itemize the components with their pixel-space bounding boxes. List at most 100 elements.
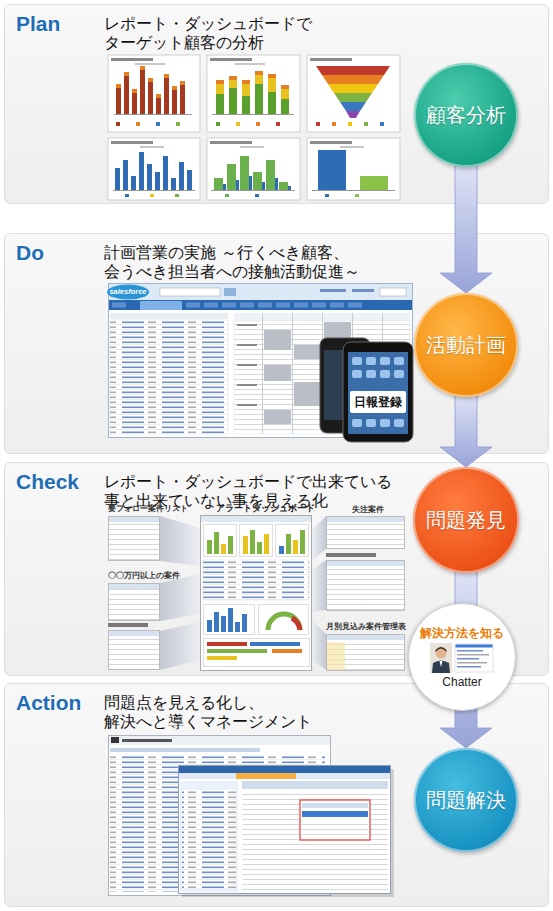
flow-arrow — [440, 164, 492, 293]
management-screens — [300, 800, 370, 840]
plan-charts — [268, 78, 276, 92]
plan-charts — [140, 66, 145, 70]
smartphones — [394, 370, 404, 378]
flow-arrow — [440, 394, 492, 467]
plan-charts — [229, 80, 237, 88]
crm-screenshot — [324, 322, 351, 338]
dashboard-screens — [300, 530, 305, 554]
plan-charts — [281, 85, 289, 89]
chatter-screenshot — [430, 643, 452, 673]
stage-circle: 問題発見 — [413, 467, 519, 573]
plan-charts — [316, 66, 390, 75]
plan-charts — [176, 122, 180, 126]
chatter-screenshot — [457, 650, 483, 652]
chatter-screenshot — [457, 666, 481, 668]
plan-charts — [156, 94, 161, 114]
screen-label: 〇〇万円以上の案件 — [108, 571, 180, 581]
plan-charts — [332, 122, 336, 126]
plan-charts — [113, 190, 195, 191]
plan-charts — [211, 190, 295, 191]
dashboard-screens — [312, 620, 326, 670]
crm-screenshot — [224, 288, 236, 296]
panel-header: Do計画営業の実施 ～行くべき顧客、会うべき担当者への接触活動促進～ — [5, 234, 548, 281]
dashboard-screens — [240, 525, 273, 557]
plan-charts — [135, 63, 165, 65]
dashboard-screens — [250, 642, 300, 646]
plan-charts — [312, 190, 395, 191]
chatter-screenshot — [457, 654, 489, 656]
plan-charts — [307, 138, 400, 200]
crm-screenshot — [112, 303, 126, 308]
plan-charts — [348, 122, 352, 126]
dashboard-screens — [221, 544, 226, 554]
management-screens — [182, 790, 236, 888]
dashboard-screens — [160, 574, 200, 621]
management-screens — [179, 773, 390, 779]
stage-circle: 問題解決 — [414, 748, 518, 852]
crm-screenshot — [348, 303, 362, 308]
crm-screenshot — [262, 313, 263, 434]
dashboard-screens — [279, 546, 284, 554]
crm-screenshot — [110, 320, 228, 434]
plan-charts — [255, 84, 263, 114]
plan-charts — [116, 122, 120, 126]
plan-charts — [216, 84, 224, 94]
smartphones — [394, 419, 404, 427]
plan-charts — [256, 122, 260, 126]
plan-charts — [310, 58, 352, 61]
step-heading: 問題点を見える化し、 解決へと導くマネージメント — [104, 691, 404, 731]
plan-charts — [240, 156, 249, 190]
crm-screenshot — [276, 303, 290, 308]
label-wrap: salesforce — [109, 287, 146, 296]
screen-label: 失注案件 — [352, 505, 384, 515]
smartphones — [352, 419, 362, 427]
dashboard-screens — [108, 516, 405, 671]
plan-charts — [275, 178, 278, 190]
management-screens — [110, 748, 260, 752]
smartphones — [343, 342, 413, 442]
plan-charts — [179, 162, 184, 190]
dashboard-screens — [292, 618, 300, 630]
step-heading: 計画営業の実施 ～行くべき顧客、会うべき担当者への接触活動促進～ — [104, 241, 474, 281]
chatter-screenshot — [430, 643, 494, 673]
smartphones — [348, 352, 408, 434]
plan-charts — [310, 141, 352, 144]
crm-screenshot — [264, 330, 291, 350]
plan-charts — [108, 138, 200, 200]
dashboard-screens — [108, 623, 148, 627]
step-label: Action — [16, 691, 104, 715]
plan-charts — [111, 58, 153, 61]
crm-screenshot — [237, 384, 257, 386]
dashboard-screens — [250, 530, 255, 554]
tool-name: Chatter — [442, 675, 481, 689]
crm-screenshot — [107, 285, 149, 300]
label-wrap: 失注案件 — [352, 505, 384, 515]
plan-charts — [216, 122, 220, 126]
plan-charts — [125, 194, 129, 197]
crm-screenshot — [110, 313, 228, 319]
flow-arrow — [440, 570, 492, 748]
crm-screenshot — [264, 410, 291, 424]
screen-label: 要フォロー案件リスト — [108, 504, 188, 514]
plan-charts — [216, 94, 224, 114]
management-screens — [236, 773, 296, 779]
management-screens — [122, 739, 172, 742]
circle-text: 顧客分析 — [426, 103, 506, 127]
plan-charts — [155, 172, 160, 190]
plan-charts — [111, 141, 153, 144]
label-wrap: アラートダッシュボード — [216, 503, 315, 514]
plan-charts — [150, 194, 154, 197]
smartphones — [320, 338, 413, 442]
plan-charts — [262, 182, 265, 190]
panel-header: Action問題点を見える化し、 解決へと導くマネージメント — [5, 684, 548, 731]
dashboard-screens — [203, 560, 309, 600]
crm-screenshot — [320, 289, 346, 292]
plan-charts — [380, 122, 384, 126]
dashboard-screens — [207, 540, 212, 554]
dashboard-screens — [264, 534, 269, 554]
plan-charts — [124, 72, 129, 114]
smartphones — [352, 357, 362, 365]
plan-charts — [132, 89, 137, 93]
stage-circle: 活動計画 — [414, 293, 518, 397]
dashboard-screens — [214, 612, 219, 632]
